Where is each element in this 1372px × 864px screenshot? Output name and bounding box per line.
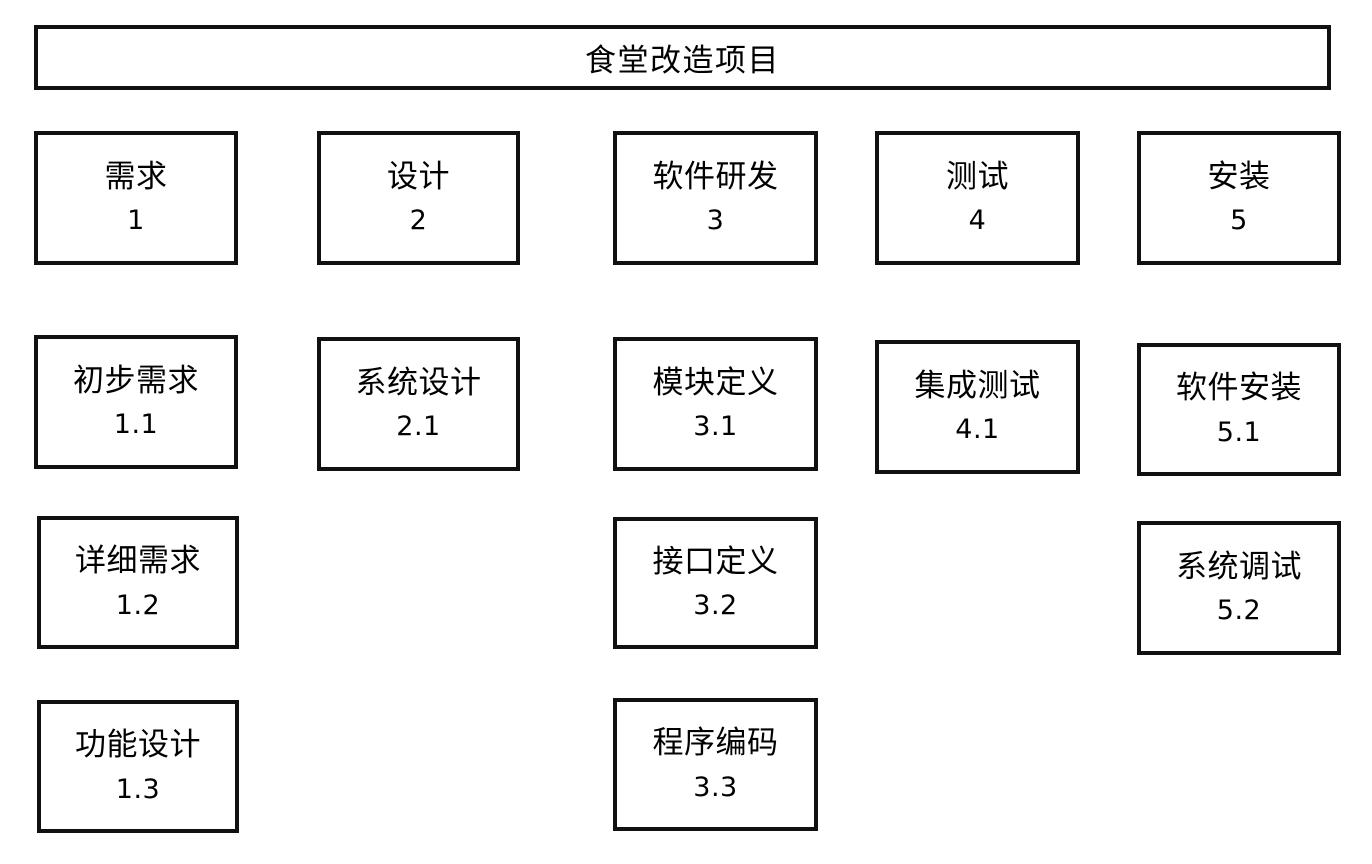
wbs-node-5[interactable]: 安装 5: [1137, 131, 1341, 265]
wbs-node-code: 1.1: [113, 409, 159, 441]
wbs-node-label: 集成测试: [914, 367, 1041, 404]
project-title-text: 食堂改造项目: [585, 43, 780, 79]
wbs-node-label: 功能设计: [75, 727, 201, 764]
wbs-node-label: 系统设计: [355, 364, 482, 401]
wbs-empty-cell-col2-level3: [317, 516, 520, 649]
wbs-node-code: 1: [127, 205, 145, 237]
wbs-node-code: 3.3: [693, 771, 738, 803]
wbs-empty-cell-col4-level3: [875, 517, 1080, 649]
wbs-node-1-1[interactable]: 初步需求 1.1: [34, 335, 238, 469]
wbs-node-code: 2: [409, 205, 428, 237]
wbs-node-4[interactable]: 测试 4: [875, 131, 1080, 265]
wbs-node-code: 4.1: [955, 414, 1000, 446]
wbs-node-1[interactable]: 需求 1: [34, 131, 238, 265]
wbs-node-3-3[interactable]: 程序编码 3.3: [613, 698, 818, 831]
wbs-node-label: 程序编码: [652, 725, 779, 762]
wbs-node-3[interactable]: 软件研发 3: [613, 131, 818, 265]
wbs-node-label: 软件研发: [652, 158, 779, 195]
wbs-node-code: 5: [1230, 205, 1248, 237]
wbs-node-code: 5.2: [1216, 595, 1262, 627]
wbs-node-4-1[interactable]: 集成测试 4.1: [875, 340, 1080, 474]
wbs-node-2[interactable]: 设计 2: [317, 131, 520, 265]
project-title-box[interactable]: 食堂改造项目: [34, 25, 1331, 90]
wbs-node-3-1[interactable]: 模块定义 3.1: [613, 337, 818, 471]
wbs-node-1-3[interactable]: 功能设计 1.3: [37, 700, 239, 833]
wbs-empty-cell-col4-level4: [875, 698, 1080, 831]
wbs-node-code: 2.1: [396, 411, 441, 443]
wbs-node-label: 详细需求: [75, 543, 201, 580]
wbs-node-code: 1.3: [115, 773, 161, 805]
wbs-node-5-1[interactable]: 软件安装 5.1: [1137, 343, 1341, 476]
wbs-node-label: 测试: [946, 158, 1009, 195]
wbs-node-3-2[interactable]: 接口定义 3.2: [613, 517, 818, 649]
wbs-empty-cell-col2-level4: [317, 700, 520, 833]
wbs-node-1-2[interactable]: 详细需求 1.2: [37, 516, 239, 649]
wbs-node-code: 1.2: [115, 589, 161, 621]
wbs-node-label: 设计: [387, 158, 450, 195]
wbs-node-label: 需求: [104, 158, 168, 195]
wbs-node-code: 3: [706, 205, 725, 237]
wbs-node-code: 4: [968, 205, 987, 237]
wbs-node-5-2[interactable]: 系统调试 5.2: [1137, 521, 1341, 655]
wbs-empty-cell-col5-level4: [1137, 698, 1341, 831]
wbs-node-label: 安装: [1207, 158, 1271, 195]
wbs-node-label: 软件安装: [1176, 370, 1302, 407]
wbs-node-label: 模块定义: [652, 364, 779, 401]
wbs-node-code: 3.1: [693, 411, 738, 443]
wbs-node-code: 5.1: [1216, 416, 1262, 448]
wbs-node-label: 接口定义: [652, 543, 779, 580]
wbs-node-label: 系统调试: [1176, 548, 1302, 585]
wbs-node-label: 初步需求: [73, 362, 199, 399]
wbs-node-2-1[interactable]: 系统设计 2.1: [317, 337, 520, 471]
wbs-node-code: 3.2: [693, 590, 738, 622]
